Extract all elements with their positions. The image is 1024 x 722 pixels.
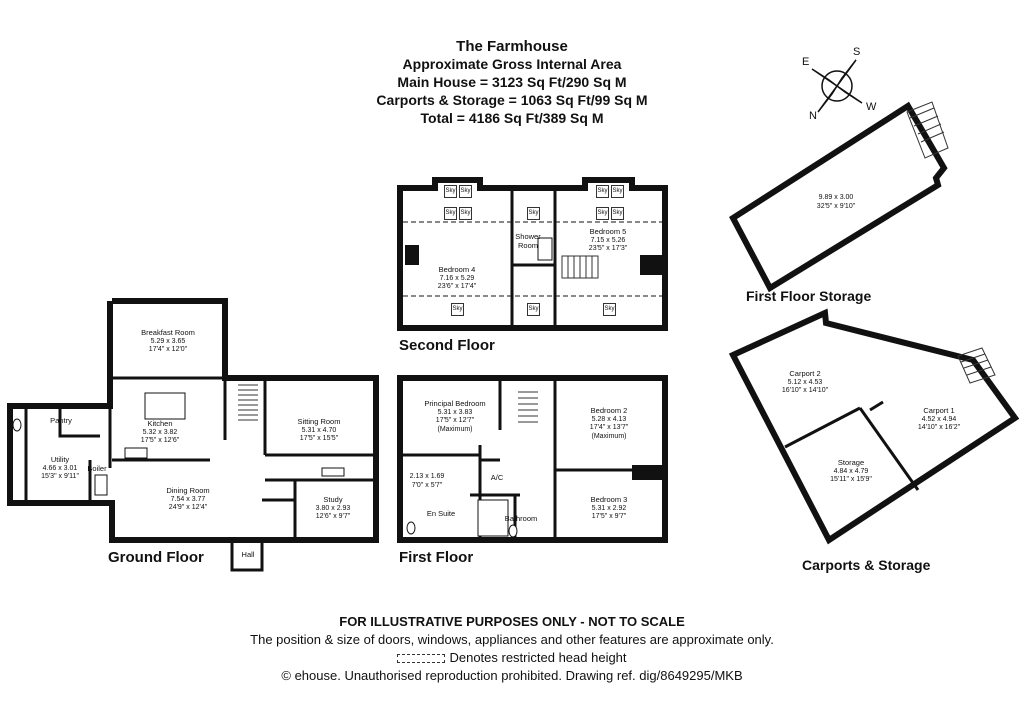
room-hall: Hall (241, 550, 255, 559)
area-heading: Approximate Gross Internal Area (402, 56, 622, 72)
skylight: Sky (527, 207, 540, 220)
compass-w: W (866, 101, 877, 113)
fixtures (12, 237, 553, 538)
compass-rose (811, 59, 863, 113)
second-floor-label: Second Floor (399, 337, 495, 354)
skylight: Sky (611, 207, 624, 220)
compass-s: S (853, 46, 861, 58)
disclaimer-text: The position & size of doors, windows, a… (250, 632, 774, 647)
skylight: Sky (459, 207, 472, 220)
room-bathroom: Bathroom (504, 514, 538, 523)
room-boiler: Boiler (87, 464, 107, 473)
head-height-key: Denotes restricted head height (0, 650, 1024, 665)
chimney-blocks (405, 245, 665, 480)
ensuite-wc (406, 521, 416, 535)
first-floor-label: First Floor (399, 549, 474, 566)
first-floor-storage-label: First Floor Storage (746, 288, 872, 304)
skylight: Sky (451, 303, 464, 316)
second-floor-interior-walls (510, 188, 557, 328)
room-pantry: Pantry (50, 416, 72, 425)
hall-walls (230, 540, 264, 572)
carports-walls (728, 308, 1020, 545)
room-ac: A/C (490, 473, 504, 482)
hob (124, 447, 148, 459)
skylight: Sky (459, 185, 472, 198)
shower-tray (537, 237, 553, 261)
restricted-head-height-lines (403, 221, 662, 297)
first-floor-storage-walls (729, 101, 948, 293)
boiler-unit (94, 474, 108, 496)
total-area: Total = 4186 Sq Ft/389 Sq M (420, 110, 604, 126)
main-house-area: Main House = 3123 Sq Ft/290 Sq M (397, 74, 627, 90)
skylight: Sky (596, 185, 609, 198)
carports-area: Carports & Storage = 1063 Sq Ft/99 Sq M (376, 92, 648, 108)
kitchen-island (144, 392, 186, 420)
second-floor-walls (397, 177, 668, 331)
dashed-key-icon (397, 654, 446, 664)
skylight: Sky (596, 207, 609, 220)
skylight: Sky (444, 185, 457, 198)
compass-n: N (809, 110, 817, 122)
bath (477, 499, 509, 537)
first-floor-interior-walls (400, 378, 665, 540)
bathroom-wc (508, 524, 518, 538)
compass-e: E (802, 56, 810, 68)
stairs (238, 101, 996, 423)
skylight: Sky (611, 185, 624, 198)
copyright-text: © ehouse. Unauthorised reproduction proh… (281, 668, 743, 683)
room-ensuite: En Suite (426, 509, 456, 518)
first-floor-walls (397, 375, 668, 543)
skylight: Sky (444, 207, 457, 220)
ground-floor-label: Ground Floor (108, 549, 204, 566)
fireplace (321, 467, 345, 477)
carports-storage-label: Carports & Storage (802, 557, 931, 573)
skylight: Sky (527, 303, 540, 316)
plan-title: The Farmhouse (456, 38, 568, 55)
skylight: Sky (603, 303, 616, 316)
ground-floor-interior-walls (24, 376, 376, 540)
utility-wc (12, 418, 22, 432)
carports-interior-walls (784, 400, 920, 491)
disclaimer-heading: FOR ILLUSTRATIVE PURPOSES ONLY - NOT TO … (339, 614, 685, 629)
